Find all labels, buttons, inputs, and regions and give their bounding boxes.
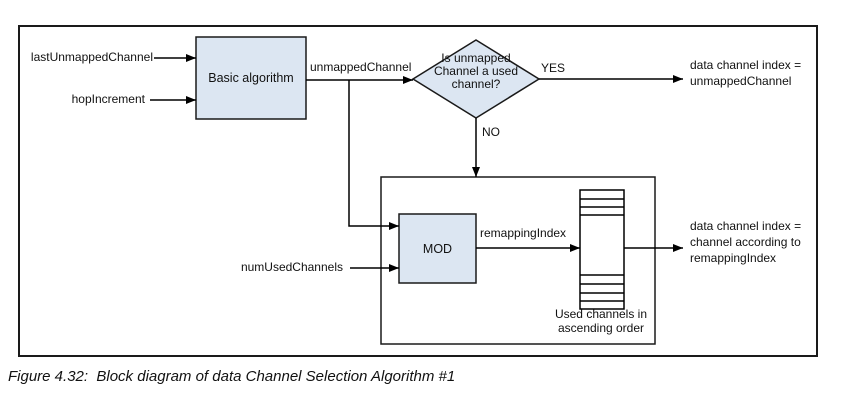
input-label-lastunmappedchannel: lastUnmappedChannel <box>30 50 153 64</box>
used-channels-stack <box>579 189 625 310</box>
stack-label-line2: ascending order <box>557 320 645 335</box>
signal-label-remappingindex: remappingIndex <box>480 226 567 240</box>
outer-boundary-box <box>18 25 818 357</box>
output-no-line1: data channel index = <box>690 219 802 233</box>
decision-text: Is unmapped Channel a used channel? <box>413 52 539 91</box>
basic-algorithm-block <box>195 36 307 120</box>
input-label-numusedchannels: numUsedChannels <box>240 260 343 274</box>
no-label: NO <box>482 125 500 139</box>
mod-block <box>398 213 477 284</box>
input-label-hopincrement: hopIncrement <box>71 92 145 106</box>
used-channels-stack-label: Used channels in ascending order <box>545 307 657 335</box>
output-no-line2: channel according to <box>690 235 801 249</box>
output-yes-line1: data channel index = <box>690 58 802 72</box>
decision-text-line3: channel? <box>451 77 501 91</box>
stack-outline <box>579 189 625 310</box>
decision-text-line1: Is unmapped <box>441 51 511 65</box>
stack-label-line1: Used channels in <box>554 307 648 321</box>
output-no-text: data channel index = channel according t… <box>690 218 801 266</box>
output-yes-text: data channel index = unmappedChannel <box>690 57 801 89</box>
output-yes-line2: unmappedChannel <box>690 74 792 88</box>
basic-algorithm-label: Basic algorithm <box>208 71 294 85</box>
remapping-subsystem-box <box>380 176 656 345</box>
output-no-line3: remappingIndex <box>690 251 777 265</box>
yes-label: YES <box>541 61 566 75</box>
mod-label: MOD <box>422 241 453 256</box>
figure-caption: Figure 4.32: Block diagram of data Chann… <box>8 368 456 385</box>
arrow-unmappedchannel-branch-to-mod <box>348 80 399 230</box>
decision-text-line2: Channel a used <box>433 64 519 78</box>
signal-label-unmappedchannel: unmappedChannel <box>310 60 412 74</box>
